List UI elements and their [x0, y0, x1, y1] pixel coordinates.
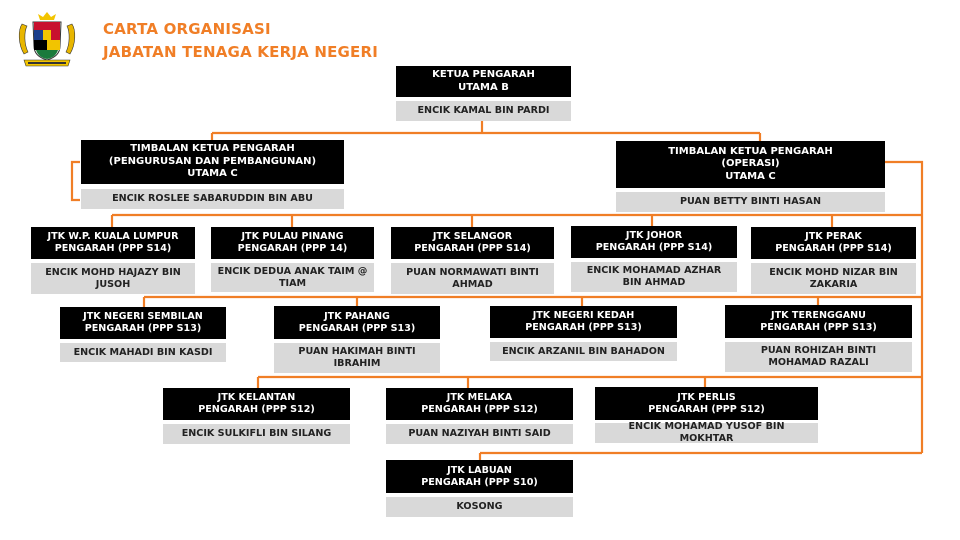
org-title-line: (OPERASI)	[721, 158, 780, 170]
org-title-line: TIMBALAN KETUA PENGARAH	[130, 143, 295, 155]
org-title-line: JTK JOHOR	[625, 230, 683, 241]
org-name-box: PUAN NAZIYAH BINTI SAID	[386, 424, 573, 444]
org-title-line: JTK TERENGGANU	[771, 309, 866, 321]
org-title-line: PENGARAH (PPP 14)	[237, 243, 348, 254]
org-title-line: PENGARAH (PPP S13)	[84, 323, 202, 334]
org-name-box: KOSONG	[386, 497, 573, 517]
org-title-line: PENGARAH (PPP S13)	[760, 321, 877, 333]
org-title-box: JTK NEGERI KEDAH PENGARAH (PPP S13)	[490, 306, 677, 338]
org-title-line: JTK PERAK	[805, 231, 862, 242]
org-title-box: TIMBALAN KETUA PENGARAH (OPERASI) UTAMA …	[616, 141, 885, 188]
org-title-box: JTK PAHANG PENGARAH (PPP S13)	[274, 306, 440, 339]
org-title-line: JTK W.P. KUALA LUMPUR	[47, 231, 179, 242]
org-title-line: PENGARAH (PPP S14)	[595, 242, 713, 253]
org-title-line: PENGARAH (PPP S12)	[198, 404, 315, 415]
org-title-line: KETUA PENGARAH	[432, 69, 535, 80]
org-title-line: PENGARAH (PPP S12)	[421, 404, 538, 415]
org-title-box: JTK SELANGOR PENGARAH (PPP S14)	[391, 227, 554, 259]
org-name-box: ENCIK MOHD HAJAZY BIN JUSOH	[31, 263, 195, 294]
org-title-box: JTK MELAKA PENGARAH (PPP S12)	[386, 388, 573, 420]
org-title-line: PENGARAH (PPP S12)	[648, 403, 765, 415]
connector-line	[885, 160, 924, 453]
chart-title: CARTA ORGANISASI	[103, 20, 271, 38]
org-name-box: ENCIK MOHAMAD YUSOF BIN MOKHTAR	[595, 421, 818, 444]
org-title-line: JTK SELANGOR	[432, 231, 513, 242]
org-name-box: PUAN BETTY BINTI HASAN	[616, 192, 885, 212]
org-name-box: ENCIK KAMAL BIN PARDI	[396, 101, 571, 121]
org-title-line: PENGARAH (PPP S13)	[298, 322, 416, 334]
org-title-line: JTK PULAU PINANG	[241, 231, 344, 242]
org-title-box: JTK TERENGGANU PENGARAH (PPP S13)	[725, 305, 912, 338]
org-title-box: JTK JOHOR PENGARAH (PPP S14)	[571, 226, 737, 258]
org-name-box: ENCIK MAHADI BIN KASDI	[60, 343, 226, 362]
org-name-box: ENCIK SULKIFLI BIN SILANG	[163, 424, 350, 444]
org-name-box: ENCIK ARZANIL BIN BAHADON	[490, 342, 677, 361]
org-name-box: ENCIK ROSLEE SABARUDDIN BIN ABU	[81, 189, 344, 209]
connector-line	[70, 160, 80, 202]
org-title-line: PENGARAH (PPP S14)	[775, 243, 892, 254]
org-name-box: ENCIK MOHD NIZAR BIN ZAKARIA	[751, 263, 916, 294]
org-name-box: ENCIK DEDUA ANAK TAIM @ TIAM	[211, 263, 374, 292]
chart-subtitle: JABATAN TENAGA KERJA NEGERI	[103, 43, 379, 61]
org-title-line: UTAMA C	[187, 168, 238, 180]
org-name-box: PUAN ROHIZAH BINTI MOHAMAD RAZALI	[725, 342, 912, 372]
org-title-line: JTK PERLIS	[677, 391, 736, 403]
org-title-box: JTK LABUAN PENGARAH (PPP S10)	[386, 460, 573, 493]
org-title-line: TIMBALAN KETUA PENGARAH	[668, 145, 833, 157]
org-title-line: UTAMA C	[725, 170, 776, 182]
org-title-line: (PENGURUSAN DAN PEMBANGUNAN)	[108, 155, 317, 167]
org-title-box: JTK KELANTAN PENGARAH (PPP S12)	[163, 388, 350, 420]
org-title-line: PENGARAH (PPP S14)	[414, 243, 531, 254]
org-title-box: JTK PERLIS PENGARAH (PPP S12)	[595, 387, 818, 420]
org-title-line: JTK LABUAN	[447, 464, 512, 476]
org-title-line: PENGARAH (PPP S10)	[421, 476, 538, 488]
org-title-line: PENGARAH (PPP S14)	[54, 243, 172, 254]
org-title-line: UTAMA B	[458, 81, 509, 93]
org-title-box: JTK W.P. KUALA LUMPUR PENGARAH (PPP S14)	[31, 227, 195, 259]
malaysia-coat-of-arms-logo	[18, 12, 76, 67]
org-name-box: PUAN NORMAWATI BINTI AHMAD	[391, 263, 554, 294]
org-title-line: JTK KELANTAN	[217, 392, 296, 403]
org-title-line: JTK MELAKA	[446, 392, 513, 403]
org-title-line: JTK NEGERI KEDAH	[532, 310, 635, 321]
org-title-box: JTK PULAU PINANG PENGARAH (PPP 14)	[211, 227, 374, 259]
org-title-box: JTK PERAK PENGARAH (PPP S14)	[751, 227, 916, 259]
org-name-box: ENCIK MOHAMAD AZHAR BIN AHMAD	[571, 262, 737, 292]
org-title-line: JTK PAHANG	[324, 310, 390, 322]
org-title-line: PENGARAH (PPP S13)	[525, 322, 642, 333]
org-title-box: TIMBALAN KETUA PENGARAH (PENGURUSAN DAN …	[81, 140, 344, 184]
org-title-line: JTK NEGERI SEMBILAN	[83, 311, 203, 322]
org-title-box: KETUA PENGARAH UTAMA B	[396, 66, 571, 97]
org-name-box: PUAN HAKIMAH BINTI IBRAHIM	[274, 343, 440, 373]
org-title-box: JTK NEGERI SEMBILAN PENGARAH (PPP S13)	[60, 307, 226, 339]
